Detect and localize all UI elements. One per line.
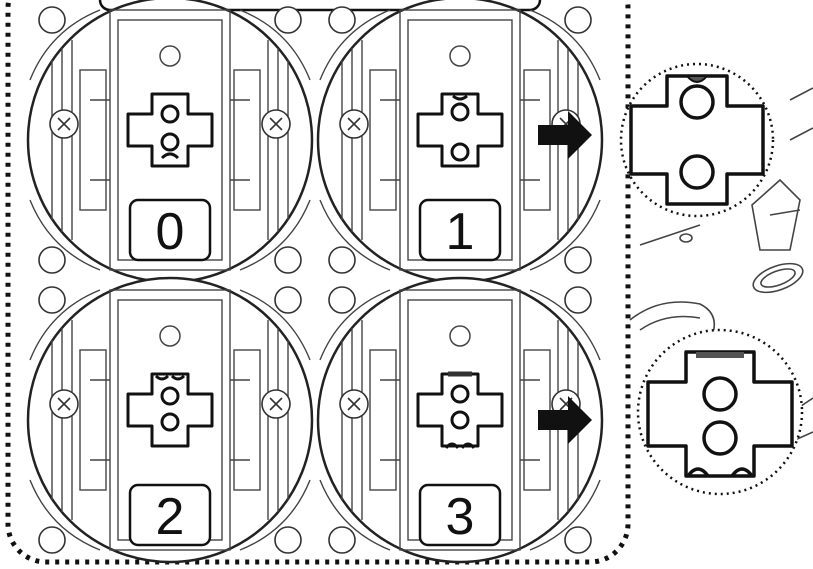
- step-1-label-box: 1: [418, 198, 502, 262]
- callout-zoom-step-1: [619, 62, 775, 218]
- step-3-view: [316, 276, 604, 564]
- grouping-frame: [5, 0, 631, 565]
- step-0-label-box: 0: [128, 198, 212, 262]
- step-3-label: 3: [446, 488, 475, 546]
- background-sketch: [629, 87, 813, 441]
- step-2-label-box: 2: [128, 483, 212, 547]
- step-2-label: 2: [156, 488, 185, 546]
- step-1-view: [316, 0, 604, 284]
- step-3-label-box: 3: [418, 483, 502, 547]
- step-0-view: [26, 0, 314, 284]
- step-0-label: 0: [156, 203, 185, 261]
- callout-zoom-step-3: [636, 328, 804, 496]
- step-2-view: [26, 276, 314, 564]
- step-1-label: 1: [446, 203, 475, 261]
